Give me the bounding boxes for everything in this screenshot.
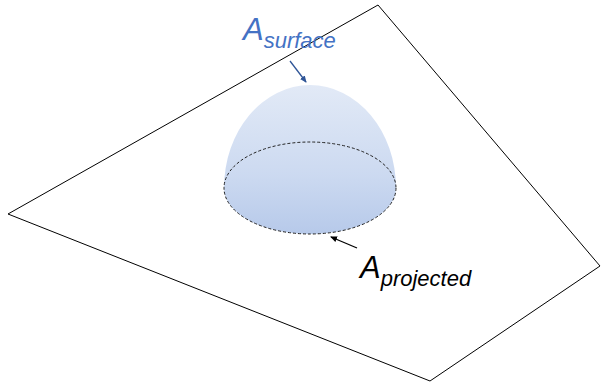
area-subscript: projected [381,266,472,291]
area-label: Aprojected [360,252,471,290]
hemisphere-dome [224,85,396,234]
area-subscript: surface [264,28,336,53]
area-symbol: A [360,250,381,285]
area-label: Asurface [243,14,336,52]
area-symbol: A [243,12,264,47]
projected-outline [224,142,396,234]
leader-line [290,61,306,82]
leader-line [331,237,357,248]
plane [8,5,600,381]
